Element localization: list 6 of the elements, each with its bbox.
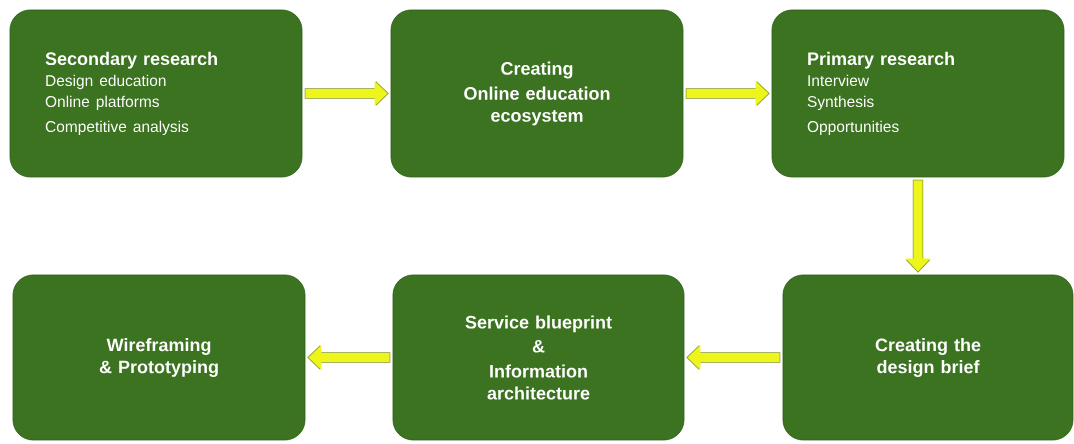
process-box: Service blueprint & Information architecture [392, 274, 685, 441]
process-box: Secondary research Design education Online platforms Competitive analysis [9, 9, 303, 178]
process-box: Creating the design brief [782, 274, 1074, 441]
process-box: Creating Online education ecosystem [390, 9, 684, 178]
process-box: Primary research Interview Synthesis Opportunities [771, 9, 1065, 178]
process-box: Wireframing & Prototyping [12, 274, 306, 441]
